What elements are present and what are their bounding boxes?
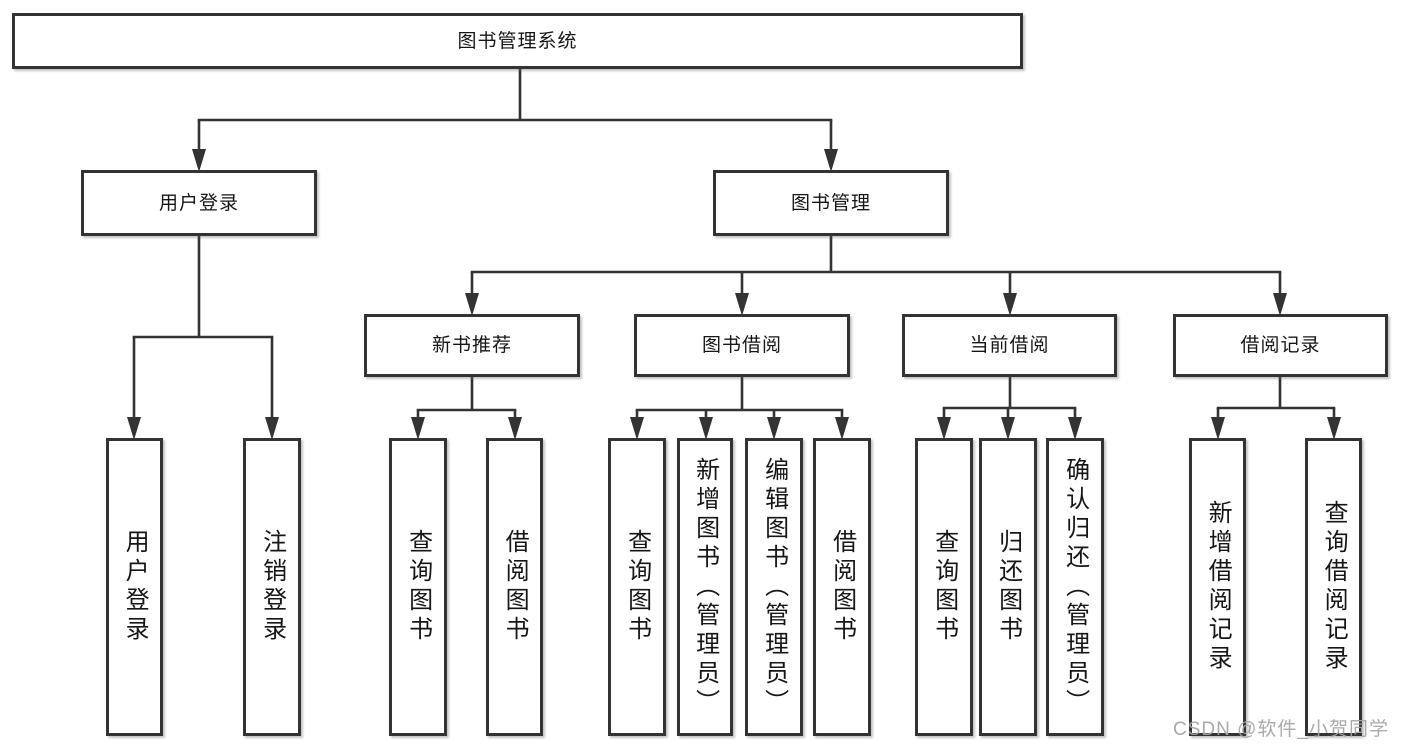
node-label: 借阅图书	[501, 529, 529, 645]
leaf-query-books-1: 查询图书	[389, 438, 447, 736]
leaf-logout: 注销登录	[243, 438, 301, 736]
leaf-borrow-books-1: 借阅图书	[486, 438, 543, 736]
node-label: 查询借阅记录	[1320, 500, 1348, 674]
node-label: 用户登录	[158, 192, 239, 214]
node-label: 借阅图书	[828, 529, 856, 645]
node-label: 新增图书（管理员）	[691, 456, 719, 718]
leaf-return-book: 归还图书	[979, 438, 1037, 736]
node-library-management-system: 图书管理系统	[12, 13, 1023, 69]
node-label: 新增借阅记录	[1204, 500, 1232, 674]
leaf-query-books-3: 查询图书	[915, 438, 973, 736]
node-label: 查询图书	[623, 529, 651, 645]
node-current-borrow: 当前借阅	[902, 314, 1117, 377]
node-label: 查询图书	[930, 529, 958, 645]
leaf-confirm-return-admin: 确认归还（管理员）	[1046, 438, 1104, 736]
node-label: 用户登录	[121, 529, 149, 645]
node-label: 确认归还（管理员）	[1061, 456, 1089, 718]
leaf-borrow-books-2: 借阅图书	[813, 438, 871, 736]
node-book-management: 图书管理	[713, 170, 949, 236]
leaf-add-borrow-record: 新增借阅记录	[1189, 438, 1246, 736]
leaf-user-login: 用户登录	[106, 438, 163, 736]
node-label: 编辑图书（管理员）	[760, 456, 788, 718]
node-label: 图书管理	[790, 192, 871, 214]
node-label: 图书管理系统	[457, 30, 578, 52]
leaf-add-book-admin: 新增图书（管理员）	[677, 438, 733, 736]
csdn-watermark: CSDN @软件_小贺同学	[1173, 719, 1389, 740]
node-user-login: 用户登录	[81, 170, 317, 236]
node-label: 查询图书	[404, 529, 432, 645]
node-label: 借阅记录	[1240, 335, 1321, 356]
leaf-edit-book-admin: 编辑图书（管理员）	[745, 438, 803, 736]
node-label: 归还图书	[994, 529, 1022, 645]
node-borrow-records: 借阅记录	[1173, 314, 1388, 377]
node-label: 图书借阅	[701, 335, 782, 356]
node-book-borrow: 图书借阅	[634, 314, 850, 377]
node-new-book-recommend: 新书推荐	[364, 314, 580, 377]
node-label: 当前借阅	[969, 335, 1050, 356]
leaf-query-books-2: 查询图书	[608, 438, 666, 736]
node-label: 注销登录	[258, 529, 286, 645]
node-label: 新书推荐	[431, 335, 512, 356]
leaf-query-borrow-record: 查询借阅记录	[1305, 438, 1362, 736]
